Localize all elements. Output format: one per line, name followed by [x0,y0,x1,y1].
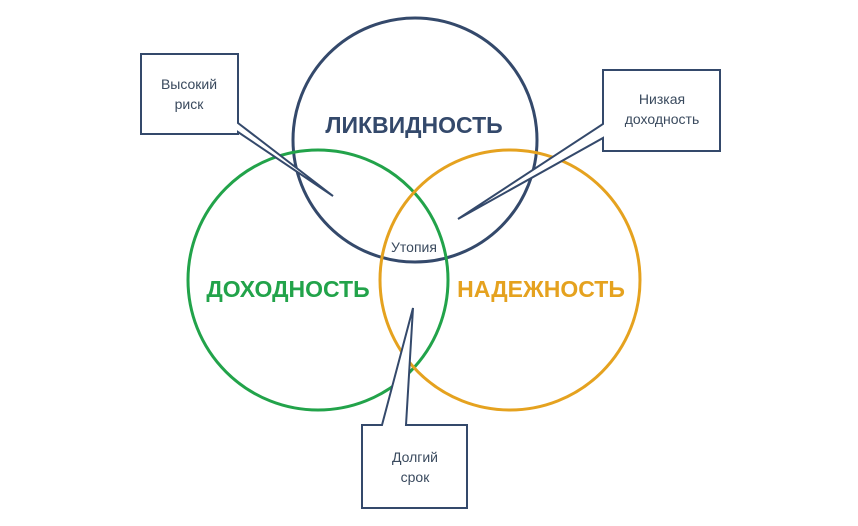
label-liquidity: ЛИКВИДНОСТЬ [325,112,502,138]
center-label-utopia: Утопия [391,239,437,255]
callout-long-term-line2: срок [401,469,431,485]
callout-high-risk-box [140,53,334,197]
callout-long-term: Долгий срок [361,307,468,509]
label-profitability: ДОХОДНОСТЬ [206,276,369,302]
label-reliability: НАДЕЖНОСТЬ [457,276,625,302]
callout-high-risk-line1: Высокий [161,76,217,92]
callout-low-yield-box [457,69,721,220]
circle-profitability [186,148,450,412]
callout-low-yield-line1: Низкая [639,91,685,107]
callout-high-risk: Высокий риск [140,53,334,197]
callout-long-term-box [361,307,468,509]
callout-low-yield: Низкая доходность [457,69,721,220]
circle-reliability [378,148,642,412]
callout-long-term-line1: Долгий [392,449,438,465]
circle-liquidity [291,16,539,264]
callout-high-risk-line2: риск [175,96,205,112]
callout-low-yield-line2: доходность [625,111,700,127]
